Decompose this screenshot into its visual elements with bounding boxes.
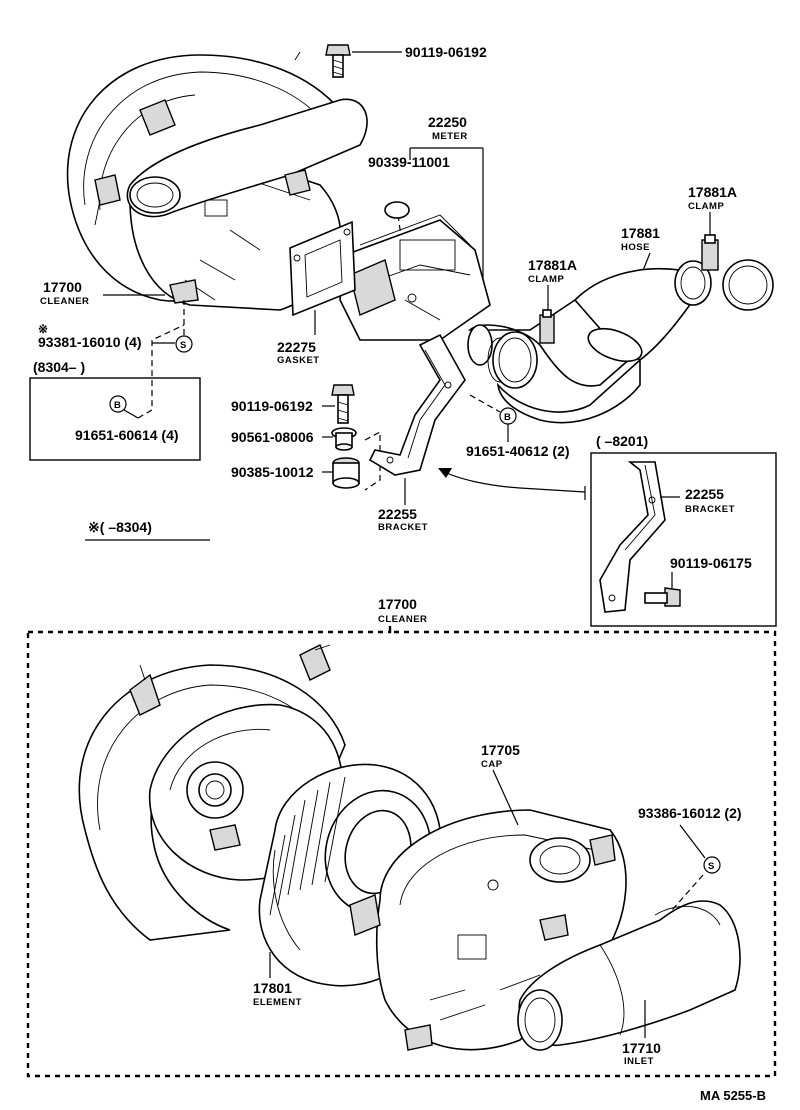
mark-b-mid: B (504, 412, 511, 423)
cushion-drawing (332, 457, 360, 489)
label-inlet-number: 17710 (622, 1040, 661, 1056)
collar-drawing (331, 427, 357, 451)
mark-s-left: S (180, 340, 187, 351)
arrow-head (438, 468, 452, 478)
label-inlet-name: INLET (624, 1056, 654, 1067)
clamp-right-drawing (701, 234, 774, 311)
inlet-drawing (517, 900, 741, 1051)
bracket-right-drawing (599, 461, 666, 613)
label-cleaner-top-name: CLEANER (40, 296, 89, 307)
label-note-range: ※( –8304) (88, 519, 152, 535)
label-hose-number: 17881 (621, 225, 660, 241)
label-clamp-right-number: 17881A (688, 184, 737, 200)
label-clamp-right-name: CLAMP (688, 201, 724, 212)
label-hose-name: HOSE (621, 242, 650, 253)
label-cleaner-top-number: 17700 (43, 279, 82, 295)
label-cushion: 90385-10012 (231, 464, 314, 480)
label-gasket-number: 22275 (277, 339, 316, 355)
label-bracket-name: BRACKET (378, 522, 428, 533)
bolt-top-drawing (325, 44, 402, 78)
label-clamp-mid-number: 17881A (528, 257, 577, 273)
label-element-number: 17801 (253, 980, 292, 996)
reference-code: MA 5255-B (700, 1088, 766, 1103)
inset-left-box (29, 377, 201, 461)
label-collar: 90561-08006 (231, 429, 314, 445)
label-screw-s: 93381-16010 (4) (38, 334, 142, 350)
arrow-curve (439, 469, 586, 493)
label-meter-name: METER (432, 131, 468, 142)
label-cleaner-bottom-number: 17700 (378, 596, 417, 612)
label-cap-number: 17705 (481, 742, 520, 758)
label-cleaner-bottom-name: CLEANER (378, 614, 427, 625)
label-bracket-right-name: BRACKET (685, 504, 735, 515)
inset-right-box (590, 452, 777, 627)
cleaner-exploded-boundary (26, 625, 777, 1078)
meter-drawing (339, 214, 491, 341)
clamp-mid-drawing (492, 309, 555, 389)
bolt-right-drawing (644, 587, 681, 607)
label-bolt-mid: 90119-06192 (231, 398, 313, 414)
label-screw-s2: 93386-16012 (2) (638, 805, 742, 821)
label-plug: 90339-11001 (368, 154, 450, 170)
label-clamp-mid-name: CLAMP (528, 274, 564, 285)
label-bolt-right: 90119-06175 (670, 555, 752, 571)
label-inset-right-title: ( –8201) (596, 433, 648, 449)
label-bolt-top: 90119-06192 (405, 44, 487, 60)
plug-drawing (384, 201, 410, 219)
label-gasket-name: GASKET (277, 355, 320, 366)
label-screw-b: 91651-60614 (4) (75, 427, 179, 443)
mark-b-left: B (114, 400, 121, 411)
label-inset-left-title: (8304– ) (33, 359, 85, 375)
label-cap-name: CAP (481, 759, 503, 770)
bracket-mid-drawing (368, 333, 466, 476)
label-screw-b2: 91651-40612 (2) (466, 443, 570, 459)
mark-s-bottom: S (708, 861, 715, 872)
label-bracket-number: 22255 (378, 506, 417, 522)
bolt-mid-drawing (331, 384, 355, 424)
label-element-name: ELEMENT (253, 997, 302, 1008)
air-cleaner-upper-drawing (66, 51, 368, 311)
label-meter-number: 22250 (428, 114, 467, 130)
gasket-drawing (289, 220, 356, 317)
label-note-mark: ※ (38, 322, 48, 336)
hose-drawing (467, 260, 712, 424)
label-bracket-right-number: 22255 (685, 486, 724, 502)
